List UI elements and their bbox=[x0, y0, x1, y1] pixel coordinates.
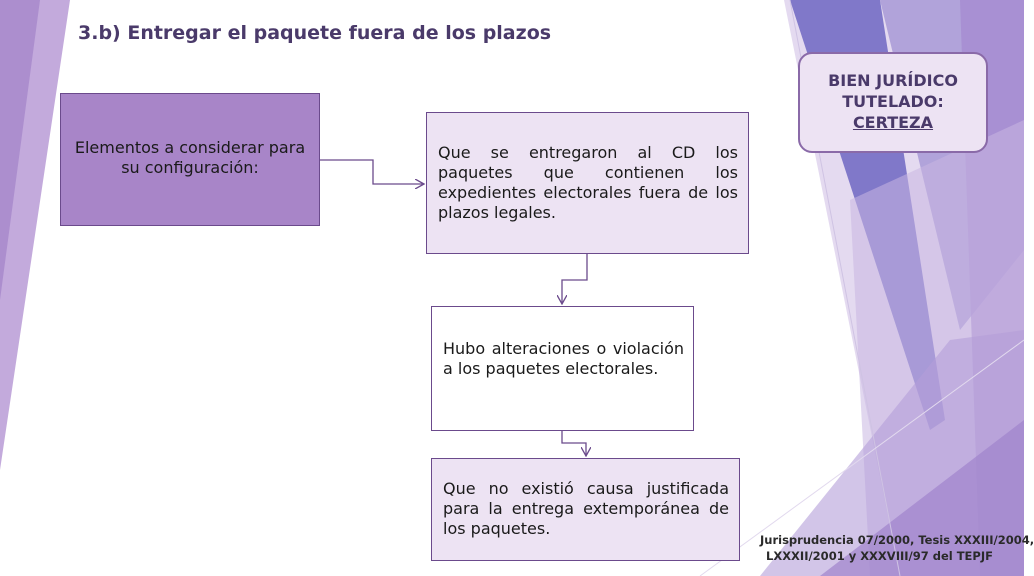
element-no-justification-box: Que no existió causa justificada para la… bbox=[431, 458, 740, 561]
jurisprudence-line2: LXXXII/2001 y XXXVIII/97 del TEPJF bbox=[766, 549, 993, 563]
bien-juridico-line1: BIEN JURÍDICO bbox=[828, 71, 958, 90]
jurisprudence-reference: Jurisprudencia 07/2000, Tesis XXXIII/200… bbox=[760, 532, 1034, 564]
element-delivered-late-box: Que se entregaron al CD los paquetes que… bbox=[426, 112, 749, 254]
jurisprudence-line1: Jurisprudencia 07/2000, Tesis XXXIII/200… bbox=[760, 533, 1034, 547]
element-alterations-box: Hubo alteraciones o violación a los paqu… bbox=[431, 306, 694, 431]
bien-juridico-value: CERTEZA bbox=[852, 113, 934, 132]
bien-juridico-line2: TUTELADO: bbox=[842, 92, 944, 111]
elements-box: Elementos a considerar para su configura… bbox=[60, 93, 320, 226]
slide-title: 3.b) Entregar el paquete fuera de los pl… bbox=[78, 22, 552, 44]
bien-juridico-box: BIEN JURÍDICO TUTELADO: CERTEZA bbox=[798, 52, 988, 153]
